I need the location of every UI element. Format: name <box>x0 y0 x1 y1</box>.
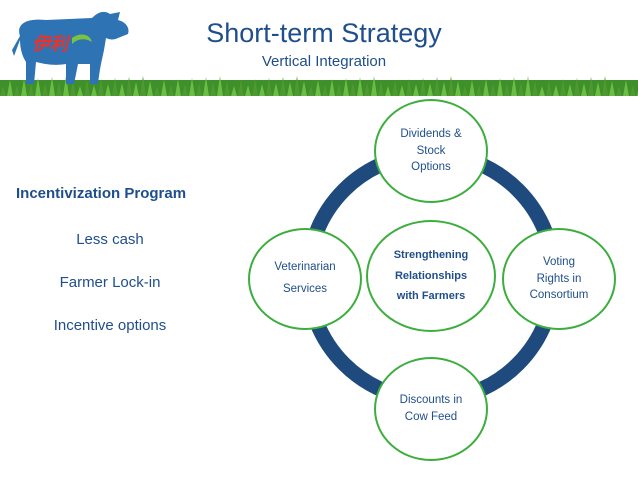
list-item-incentive-options: Incentive options <box>0 317 220 334</box>
slide-title: Short-term Strategy <box>0 18 638 49</box>
list-item-farmer-lock-in: Farmer Lock-in <box>0 274 220 291</box>
node-voting-line-3: Consortium <box>530 287 589 304</box>
slide-header: 伊利 Short-term Strategy Vertical Integrat… <box>0 0 638 96</box>
list-item-less-cash: Less cash <box>0 231 220 248</box>
node-discounts-line-2: Cow Feed <box>400 409 463 426</box>
node-voting-line-2: Rights in <box>530 271 589 288</box>
node-discounts: Discounts in Cow Feed <box>374 357 488 461</box>
node-veterinarian-line-1: Veterinarian <box>274 257 335 279</box>
center-line-2: Relationships <box>394 266 469 287</box>
node-dividends: Dividends & Stock Options <box>374 99 488 203</box>
node-dividends-line-1: Dividends & <box>400 126 461 143</box>
center-node: Strengthening Relationships with Farmers <box>366 220 496 332</box>
node-voting-line-1: Voting <box>530 254 589 271</box>
program-heading: Incentivization Program <box>16 185 186 202</box>
center-line-3: with Farmers <box>394 286 469 307</box>
center-line-1: Strengthening <box>394 245 469 266</box>
node-dividends-line-3: Options <box>400 159 461 176</box>
node-veterinarian-line-2: Services <box>274 279 335 301</box>
node-dividends-line-2: Stock <box>400 143 461 160</box>
node-veterinarian: Veterinarian Services <box>248 228 362 330</box>
slide-subtitle: Vertical Integration <box>0 53 638 70</box>
node-voting-rights: Voting Rights in Consortium <box>502 228 616 330</box>
node-discounts-line-1: Discounts in <box>400 392 463 409</box>
cycle-diagram: Strengthening Relationships with Farmers… <box>240 95 638 479</box>
